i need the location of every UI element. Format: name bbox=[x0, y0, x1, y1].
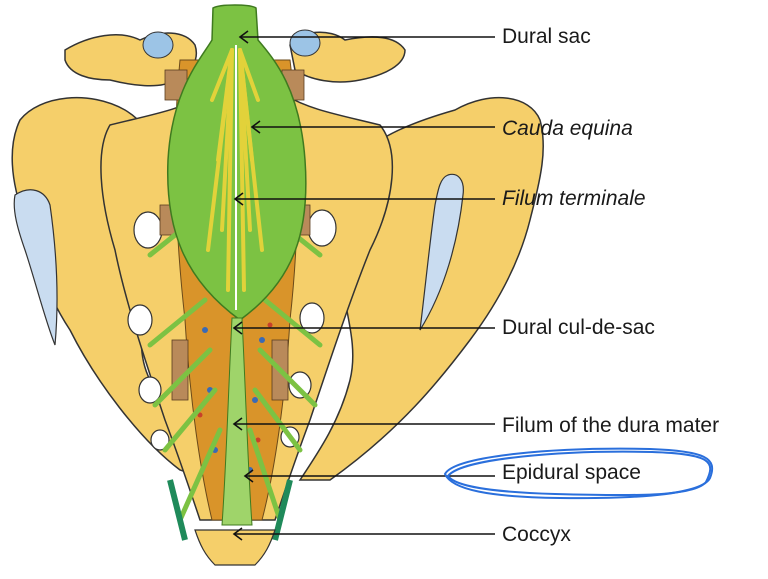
coccyx-bone bbox=[194, 529, 276, 566]
label-filum-dura-mater: Filum of the dura mater bbox=[502, 414, 720, 437]
cauda-equina-strands bbox=[206, 48, 264, 292]
label-epidural-space: Epidural space bbox=[502, 461, 641, 484]
label-coccyx: Coccyx bbox=[502, 523, 571, 546]
label-cauda-equina: Cauda equina bbox=[502, 117, 633, 140]
sacral-nerves bbox=[147, 212, 323, 523]
auricular-surface-right bbox=[419, 173, 464, 331]
label-dural-sac: Dural sac bbox=[502, 25, 591, 48]
coccygeal-ligaments bbox=[167, 479, 293, 541]
facet-right bbox=[289, 29, 321, 57]
facet-left bbox=[142, 31, 174, 59]
label-dural-cul-de-sac: Dural cul-de-sac bbox=[502, 316, 655, 339]
auricular-surface-left bbox=[13, 189, 58, 346]
label-filum-terminale: Filum terminale bbox=[502, 187, 646, 210]
sacral-foramina bbox=[127, 209, 337, 451]
leader-lines bbox=[232, 30, 495, 541]
highlight-circle bbox=[443, 447, 714, 500]
